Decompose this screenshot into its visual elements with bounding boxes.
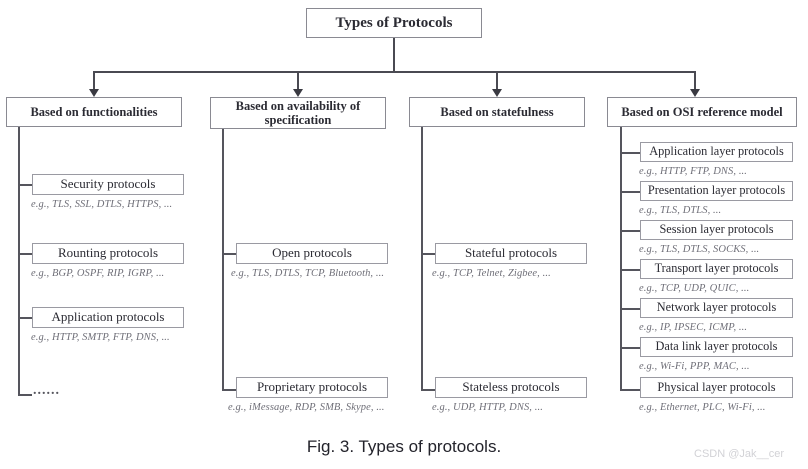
leaf-stateful-protocols: Stateful protocols bbox=[435, 243, 587, 264]
leaf-session-layer-protocols: Session layer protocols bbox=[640, 220, 793, 240]
leaf-open-protocols-label: Open protocols bbox=[272, 245, 352, 261]
watermark-text: CSDN @Jak__cer bbox=[694, 448, 785, 460]
category-osi-label: Based on OSI reference model bbox=[621, 105, 783, 119]
branch-arrow-statefulness bbox=[492, 89, 502, 97]
example-proprietary-protocols: e.g., iMessage, RDP, SMB, Skype, ... bbox=[228, 402, 385, 413]
leaf-proprietary-protocols: Proprietary protocols bbox=[236, 377, 388, 398]
category-statefulness: Based on statefulness bbox=[409, 97, 585, 127]
leaf-tick-proprietary-protocols bbox=[222, 389, 236, 391]
leaf-data-link-layer-protocols-label: Data link layer protocols bbox=[655, 339, 778, 354]
leaf-application-layer-protocols-label: Application layer protocols bbox=[649, 144, 784, 159]
category-statefulness-label: Based on statefulness bbox=[440, 105, 554, 119]
branch-arrow-functionalities bbox=[89, 89, 99, 97]
leaf-security-protocols: Security protocols bbox=[32, 174, 184, 195]
figure-caption: Fig. 3. Types of protocols. bbox=[306, 437, 502, 456]
leaf-tick-open-protocols bbox=[222, 253, 236, 255]
category-functionalities-label: Based on functionalities bbox=[30, 105, 158, 119]
example-security-protocols: e.g., TLS, SSL, DTLS, HTTPS, ... bbox=[31, 199, 173, 210]
column-stem-osi bbox=[620, 127, 622, 390]
example-network-layer-protocols: e.g., IP, IPSEC, ICMP, ... bbox=[639, 322, 748, 333]
example-stateful-protocols: e.g., TCP, Telnet, Zigbee, ... bbox=[432, 268, 551, 279]
category-availability: Based on availability of specification bbox=[210, 97, 386, 129]
example-presentation-layer-protocols: e.g., TLS, DTLS, ... bbox=[639, 205, 722, 216]
leaf-application-protocols: Application protocols bbox=[32, 307, 184, 328]
example-transport-layer-protocols: e.g., TCP, UDP, QUIC, ... bbox=[639, 283, 750, 294]
example-data-link-layer-protocols: e.g., Wi-Fi, PPP, MAC, ... bbox=[639, 361, 750, 372]
root-node-label: Types of Protocols bbox=[335, 14, 453, 31]
root-node-types-of-protocols: Types of Protocols bbox=[306, 8, 482, 38]
leaf-rounting-protocols: Rounting protocols bbox=[32, 243, 184, 264]
category-osi: Based on OSI reference model bbox=[607, 97, 797, 127]
branch-arrow-osi bbox=[690, 89, 700, 97]
leaf-physical-layer-protocols: Physical layer protocols bbox=[640, 377, 793, 398]
root-bus-line bbox=[93, 71, 694, 73]
leaf-tick-security bbox=[18, 184, 32, 186]
leaf-data-link-layer-protocols: Data link layer protocols bbox=[640, 337, 793, 357]
leaf-tick-stateful-protocols bbox=[421, 253, 435, 255]
leaf-security-protocols-label: Security protocols bbox=[60, 176, 156, 192]
leaf-tick-data-link-layer bbox=[620, 347, 640, 349]
leaf-tick-rounting bbox=[18, 253, 32, 255]
leaf-application-protocols-label: Application protocols bbox=[51, 309, 165, 325]
leaf-rounting-protocols-label: Rounting protocols bbox=[57, 245, 159, 261]
leaf-tick-session-layer bbox=[620, 230, 640, 232]
example-application-layer-protocols: e.g., HTTP, FTP, DNS, ... bbox=[639, 166, 748, 177]
leaf-stateful-protocols-label: Stateful protocols bbox=[464, 245, 558, 261]
example-session-layer-protocols: e.g., TLS, DTLS, SOCKS, ... bbox=[639, 244, 760, 255]
leaf-application-layer-protocols: Application layer protocols bbox=[640, 142, 793, 162]
leaf-transport-layer-protocols-label: Transport layer protocols bbox=[654, 261, 779, 276]
branch-line-availability bbox=[297, 71, 299, 91]
example-stateless-protocols: e.g., UDP, HTTP, DNS, ... bbox=[432, 402, 543, 413]
branch-line-statefulness bbox=[496, 71, 498, 91]
leaf-network-layer-protocols: Network layer protocols bbox=[640, 298, 793, 318]
leaf-physical-layer-protocols-label: Physical layer protocols bbox=[657, 379, 776, 394]
leaf-tick-physical-layer bbox=[620, 389, 640, 391]
leaf-tick-transport-layer bbox=[620, 269, 640, 271]
branch-line-functionalities bbox=[93, 71, 95, 91]
example-open-protocols: e.g., TLS, DTLS, TCP, Bluetooth, ... bbox=[231, 268, 385, 279]
leaf-tick-stateless-protocols bbox=[421, 389, 435, 391]
leaf-open-protocols: Open protocols bbox=[236, 243, 388, 264]
example-application-protocols: e.g., HTTP, SMTP, FTP, DNS, ... bbox=[31, 332, 170, 343]
leaf-tick-application-layer bbox=[620, 152, 640, 154]
leaf-proprietary-protocols-label: Proprietary protocols bbox=[256, 379, 368, 395]
leaf-stateless-protocols-label: Stateless protocols bbox=[462, 379, 560, 395]
column-stem-functionalities bbox=[18, 127, 20, 395]
leaf-transport-layer-protocols: Transport layer protocols bbox=[640, 259, 793, 279]
column-ellipsis-functionalities: ...... bbox=[33, 383, 60, 398]
column-stem-availability bbox=[222, 129, 224, 390]
root-trunk-line bbox=[393, 38, 395, 72]
leaf-tick-application-protocols bbox=[18, 317, 32, 319]
branch-line-osi bbox=[694, 71, 696, 91]
leaf-tick-network-layer bbox=[620, 308, 640, 310]
branch-arrow-availability bbox=[293, 89, 303, 97]
column-stem-statefulness bbox=[421, 127, 423, 390]
leaf-stateless-protocols: Stateless protocols bbox=[435, 377, 587, 398]
example-rounting-protocols: e.g., BGP, OSPF, RIP, IGRP, ... bbox=[31, 268, 165, 279]
leaf-tick-presentation-layer bbox=[620, 191, 640, 193]
example-physical-layer-protocols: e.g., Ethernet, PLC, Wi-Fi, ... bbox=[639, 402, 766, 413]
category-functionalities: Based on functionalities bbox=[6, 97, 182, 127]
leaf-presentation-layer-protocols-label: Presentation layer protocols bbox=[647, 183, 786, 198]
category-availability-label: Based on availability of specification bbox=[235, 99, 361, 127]
leaf-network-layer-protocols-label: Network layer protocols bbox=[656, 300, 777, 315]
leaf-session-layer-protocols-label: Session layer protocols bbox=[659, 222, 774, 237]
leaf-presentation-layer-protocols: Presentation layer protocols bbox=[640, 181, 793, 201]
column-end-tick-functionalities bbox=[18, 394, 32, 396]
